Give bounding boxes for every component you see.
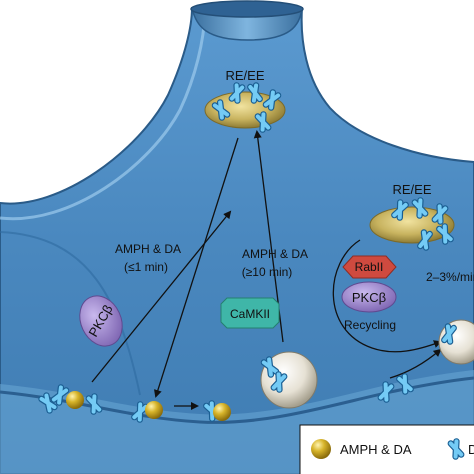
rab-label: RabII	[355, 260, 384, 274]
recycling-endosome-right	[369, 206, 455, 244]
transporter-icon	[444, 326, 453, 341]
arrow-retrieve-down	[154, 137, 239, 398]
rate-label: 2–3%/min	[426, 270, 474, 284]
endocytic-vesicle	[260, 351, 318, 409]
rab11-marker	[342, 255, 397, 279]
pkc-left-marker	[79, 295, 123, 347]
camkii-label: CaMKII	[230, 307, 270, 321]
arrow-endocytosis-fast	[91, 210, 232, 383]
legend-transporter-label: D	[468, 442, 474, 457]
time-label-mid: (≥10 min)	[242, 265, 293, 279]
inner-membrane-curve	[0, 231, 141, 396]
arrow-recycling-to-membrane	[389, 348, 442, 379]
axon-opening	[190, 0, 304, 18]
legend-amph-label: AMPH & DA	[340, 442, 412, 457]
re-ee-label-right: RE/EE	[392, 182, 431, 197]
transporter-icon	[420, 232, 429, 247]
camkii-marker	[220, 297, 280, 329]
pkc-right-label: PKCβ	[352, 290, 386, 305]
amph-da-label-left: AMPH & DA	[115, 242, 181, 256]
amph-da-ball	[145, 401, 163, 419]
amph-da-ball	[66, 391, 84, 409]
time-label-left: (≤1 min)	[124, 260, 168, 274]
arrow-recycling-loop	[332, 239, 442, 353]
amph-da-ball	[213, 403, 231, 421]
transporter-icon	[250, 85, 259, 100]
pkc-right-marker	[341, 281, 397, 313]
recycling-label: Recycling	[344, 318, 396, 332]
legend-amph-ball	[311, 439, 331, 459]
re-ee-label-top: RE/EE	[225, 68, 264, 83]
membrane-highlight	[0, 11, 207, 221]
amph-da-label-mid: AMPH & DA	[242, 247, 308, 261]
legend-box	[299, 424, 474, 474]
